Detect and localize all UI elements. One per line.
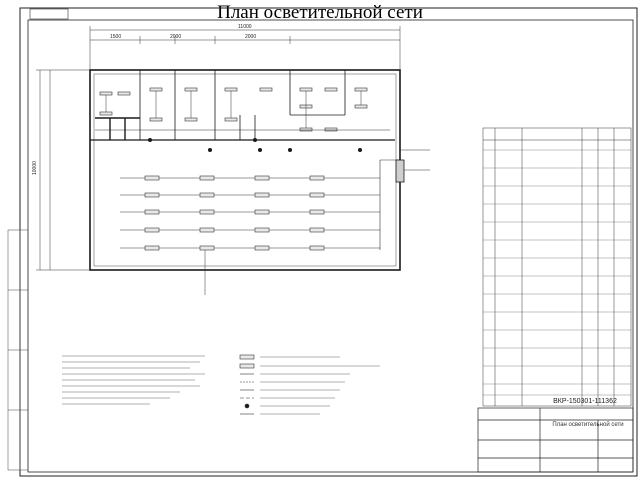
corner-stamp — [29, 8, 69, 20]
spec-table-rows — [483, 149, 631, 396]
spec-table — [482, 127, 632, 407]
hall-wiring — [120, 159, 400, 250]
upper-walls-small — [95, 117, 140, 140]
hall-fixtures — [144, 175, 325, 251]
dimension-texts: 11000 1500 2000 2000 10000 — [32, 24, 256, 175]
title-block — [477, 407, 634, 473]
sheet-name: План осветительной сети — [552, 422, 624, 428]
general-notes-block — [62, 355, 205, 405]
exit-lights — [148, 138, 362, 152]
stamp-code: ВКР-150301-111362 — [553, 398, 617, 405]
page-title: План осветительной сети — [217, 2, 423, 23]
side-stamp — [7, 229, 29, 471]
upper-wiring — [95, 91, 390, 131]
dim-total: 11000 — [238, 24, 252, 30]
dim-vertical: 10000 — [32, 161, 38, 175]
dim-seg3: 2000 — [245, 34, 256, 40]
dimension-lines — [36, 26, 401, 271]
dim-seg1: 1500 — [110, 34, 121, 40]
legend-block — [239, 354, 255, 415]
panel-board — [395, 159, 405, 183]
dim-seg2: 2000 — [170, 34, 181, 40]
legend-text-lines — [260, 356, 380, 415]
feed-lines — [204, 149, 430, 295]
building-outline — [89, 69, 401, 271]
